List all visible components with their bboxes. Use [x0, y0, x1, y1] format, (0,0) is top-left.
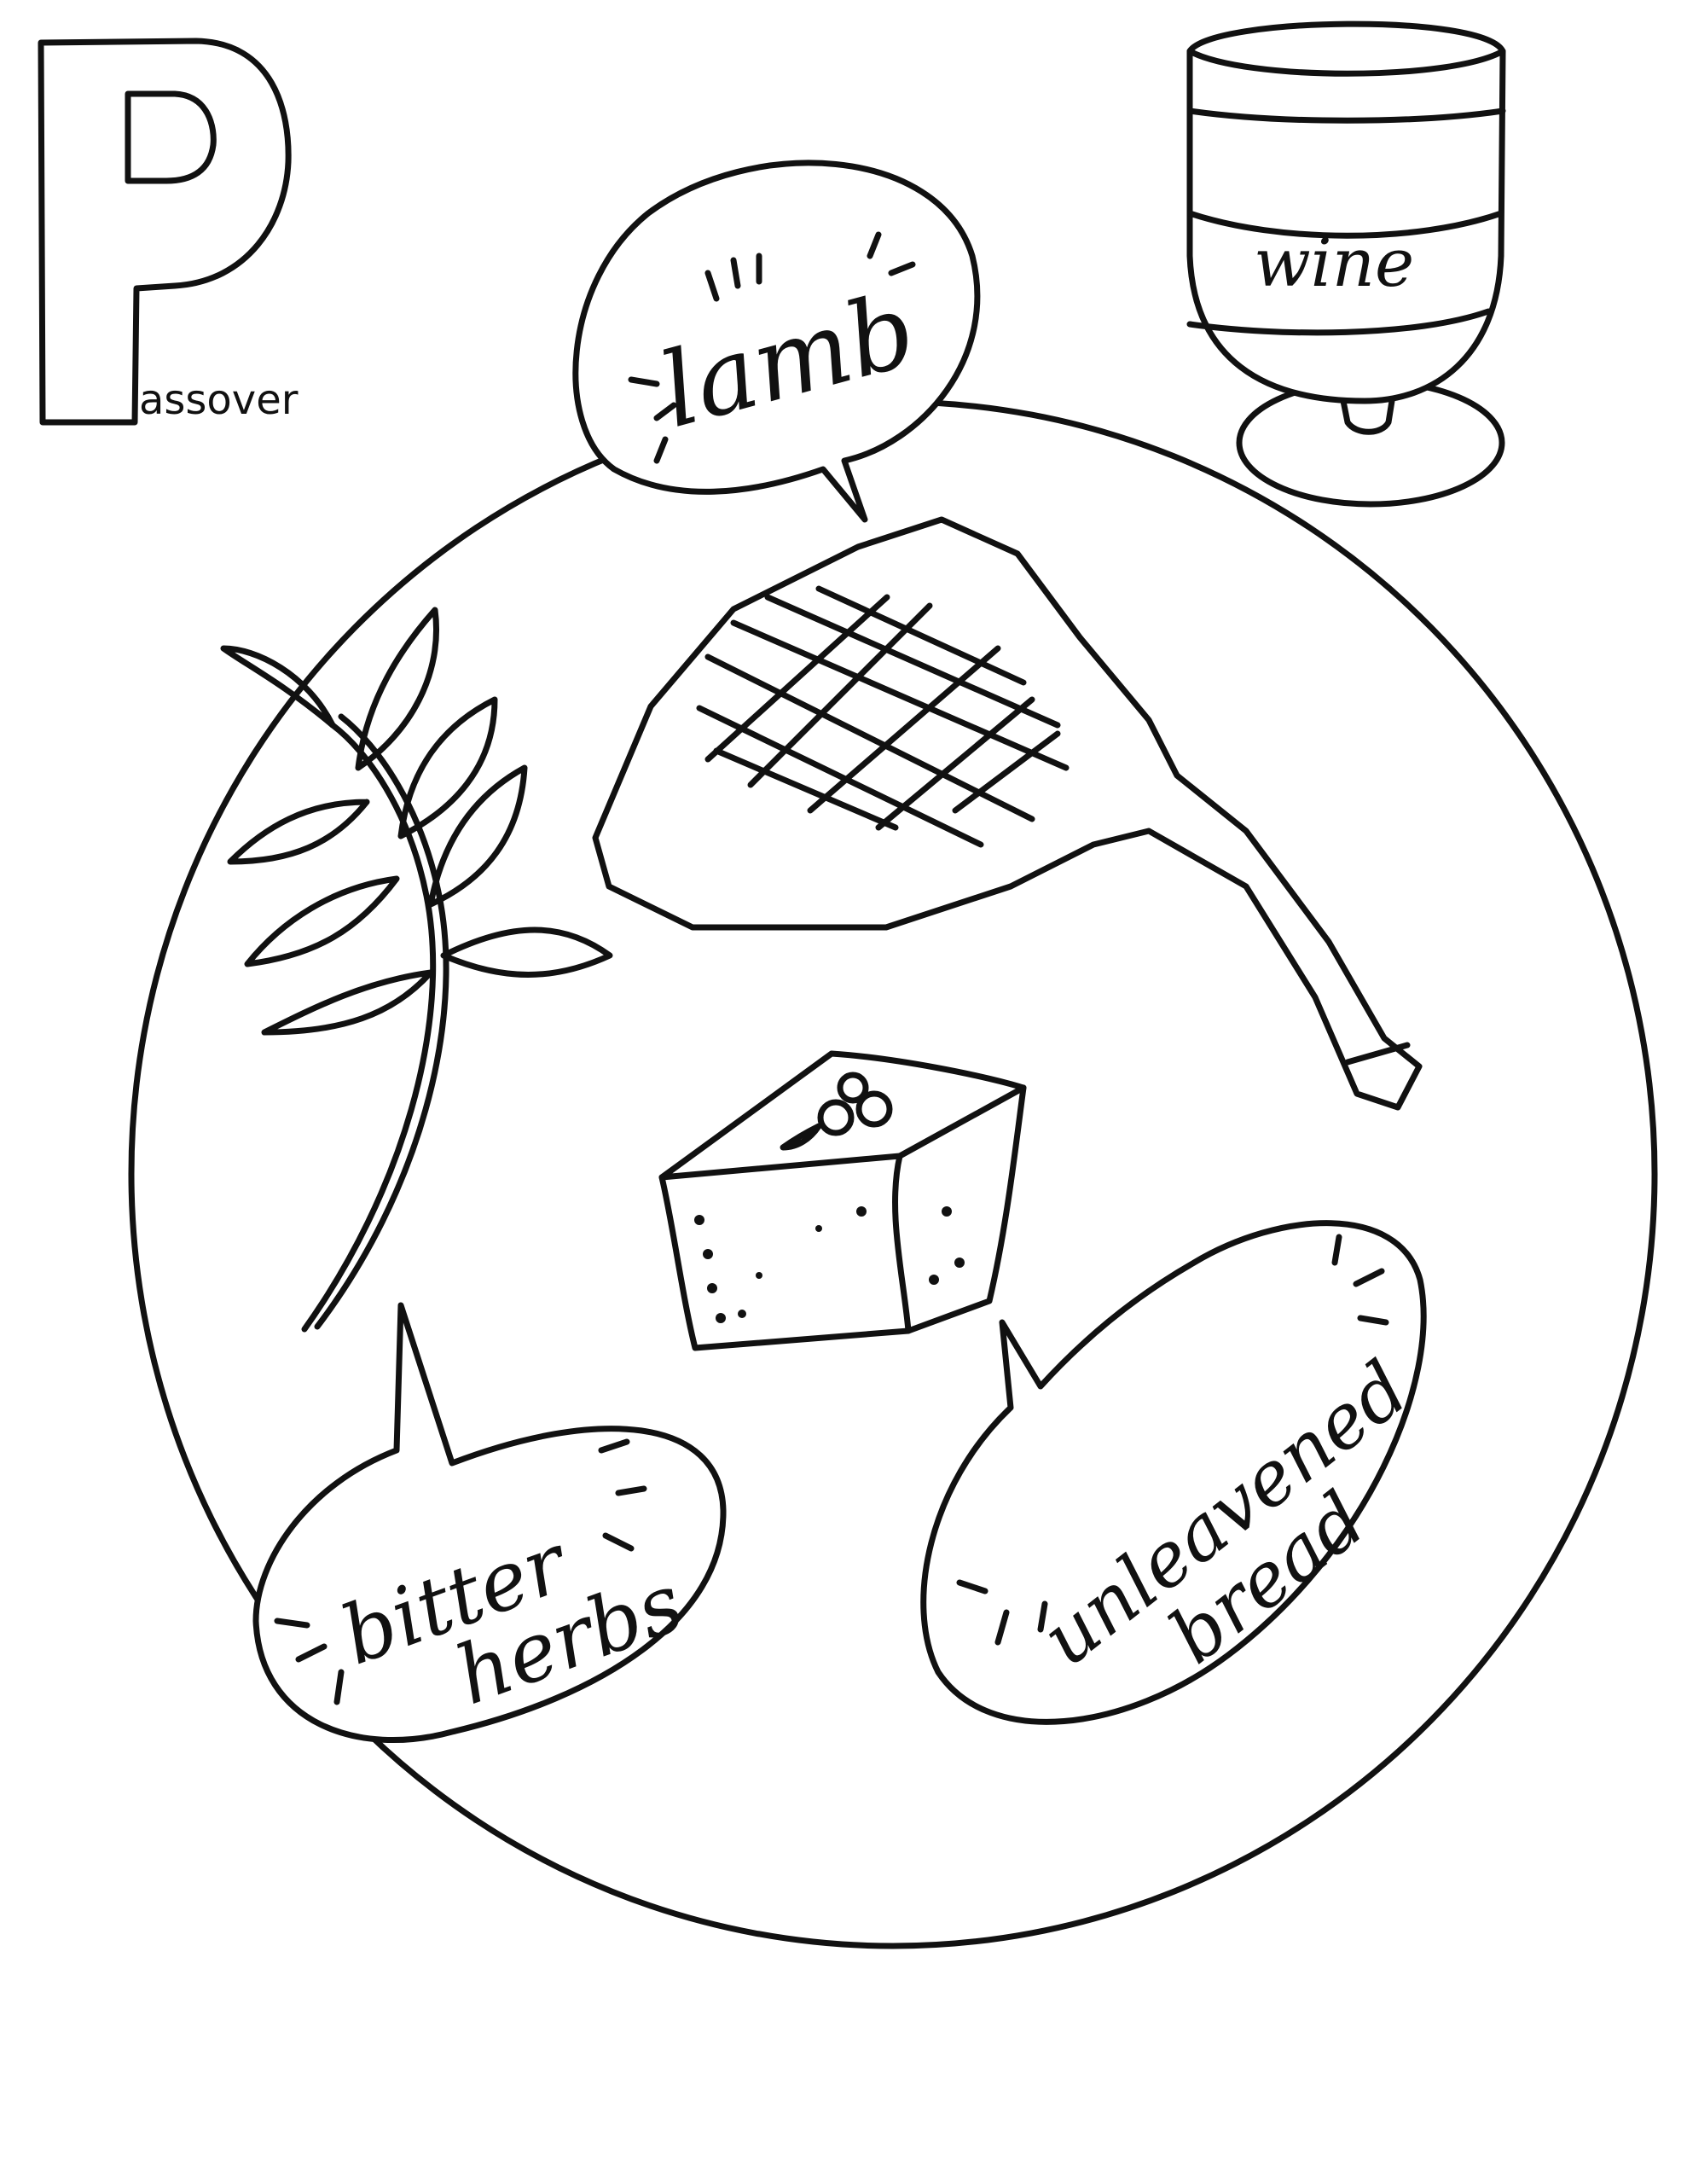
- lamb-speech-bubble: lamb: [572, 160, 981, 523]
- word-rest-text: assover: [139, 376, 299, 424]
- wine-glass-icon: wine: [1186, 20, 1506, 508]
- unleavened-bread-speech-bubble: unleavened bread: [920, 1220, 1427, 1725]
- letter-p-outline: assover: [38, 38, 299, 426]
- herb-branch-icon: [220, 607, 613, 1333]
- unleavened-bread-icon: [658, 1050, 1027, 1351]
- lamb-chop-icon: [592, 516, 1423, 1111]
- bitter-herbs-speech-bubble: bitter herbs: [252, 1302, 727, 1744]
- wine-label: wine: [1254, 225, 1414, 302]
